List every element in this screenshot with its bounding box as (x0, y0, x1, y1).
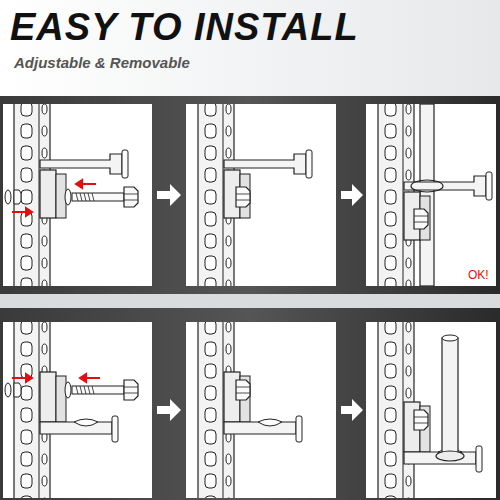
step-two-bottom (198, 322, 302, 498)
step-three-top (378, 104, 492, 286)
page-title: EASY TO INSTALL (10, 6, 359, 49)
ok-mark: OK! (468, 268, 489, 282)
step-one-bottom (5, 322, 138, 498)
step-three-bottom (378, 322, 482, 498)
row-band (0, 308, 500, 500)
step-arrows (157, 184, 363, 421)
panels (3, 104, 496, 498)
subtitle-text: Adjustable & Removable (14, 54, 190, 71)
step-one-top (5, 104, 138, 286)
step-two-top (198, 104, 312, 286)
header-ground (0, 0, 500, 96)
row-band (0, 96, 500, 294)
row-gap (0, 294, 500, 308)
